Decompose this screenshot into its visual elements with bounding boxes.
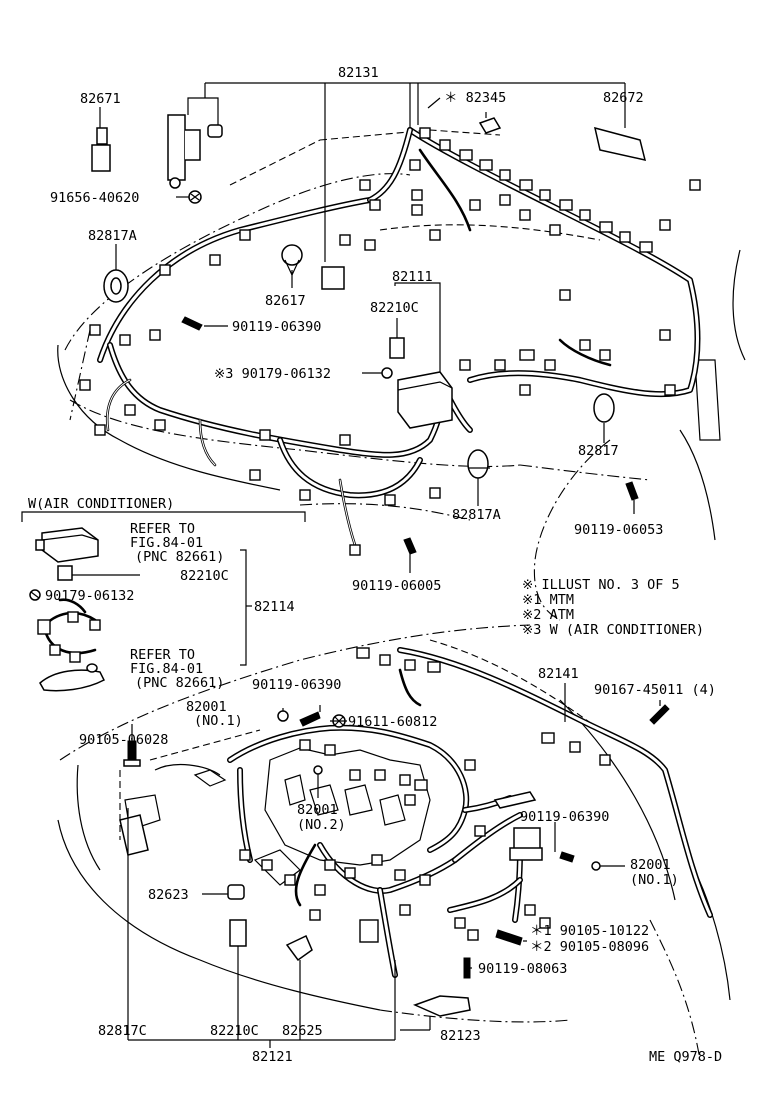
lower-connectors	[239, 647, 611, 943]
label-90119-06390-mid: 90119-06390	[252, 677, 341, 693]
note-mtm: ※1 MTM	[522, 592, 574, 608]
label-pnc-1: (PNC 82661)	[135, 549, 224, 565]
label-82672: 82672	[603, 90, 644, 106]
label-90105-08096-atm: ＊2 90105-08096	[530, 939, 649, 955]
upper-connectors	[79, 127, 701, 556]
label-82817c: 82817C	[98, 1023, 147, 1039]
label-82111: 82111	[392, 269, 433, 285]
label-82001-no2-sub: (NO.2)	[297, 817, 346, 833]
lower-main-harness	[227, 647, 713, 978]
label-91656-40620: 91656-40620	[50, 190, 139, 206]
label-82131: 82131	[338, 65, 379, 81]
label-90179-06132-w: 90179-06132	[45, 588, 134, 604]
label-82121: 82121	[252, 1049, 293, 1065]
label-refer-to-2: REFER TO	[130, 647, 195, 663]
label-90119-08063: 90119-08063	[478, 961, 567, 977]
label-91611-60812: 91611-60812	[348, 714, 437, 730]
label-82001-no1-b-sub: (NO.1)	[630, 872, 679, 888]
label-82625: 82625	[282, 1023, 323, 1039]
label-82001-no1-a-sub: (NO.1)	[194, 713, 243, 729]
upper-parts	[91, 114, 647, 555]
part-labels: 82131 82671 ＊ 82345 82672 91656-40620 82…	[28, 65, 722, 1065]
label-90119-06005: 90119-06005	[352, 578, 441, 594]
label-82001-no2: 82001	[297, 802, 338, 818]
label-90167-45011: 90167-45011 (4)	[594, 682, 716, 698]
label-82001-no1-b: 82001	[630, 857, 671, 873]
label-82141: 82141	[538, 666, 579, 682]
upper-body-outline	[57, 129, 746, 621]
label-82623: 82623	[148, 887, 189, 903]
note-illust-no: ※ ILLUST NO. 3 OF 5	[522, 577, 680, 593]
label-82671: 82671	[80, 91, 121, 107]
label-fig-1: FIG.84-01	[130, 535, 203, 551]
label-90119-06390-top: 90119-06390	[232, 319, 321, 335]
upper-main-harness	[97, 127, 701, 547]
w-air-conditioner-group	[21, 511, 306, 692]
label-82210c-w: 82210C	[180, 568, 229, 584]
upper-leaders	[99, 82, 635, 573]
label-82817a-top: 82817A	[88, 228, 137, 244]
label-90119-06390-bot: 90119-06390	[520, 809, 609, 825]
label-refer-to-1: REFER TO	[130, 521, 195, 537]
label-90179-06132-ac: ※3 90179-06132	[214, 366, 331, 382]
label-82123: 82123	[440, 1028, 481, 1044]
note-atm: ※2 ATM	[522, 607, 574, 623]
label-82210c-top: 82210C	[370, 300, 419, 316]
label-82114: 82114	[254, 599, 295, 615]
label-fig-2: FIG.84-01	[130, 661, 203, 677]
label-82817a-mid: 82817A	[452, 507, 501, 523]
label-w-air-conditioner: W(AIR CONDITIONER)	[28, 496, 174, 512]
lower-leaders	[127, 683, 661, 1048]
label-code: ME Q978-D	[649, 1049, 722, 1065]
label-90105-06028: 90105-06028	[79, 732, 168, 748]
label-82210c-bot: 82210C	[210, 1023, 259, 1039]
label-82817: 82817	[578, 443, 619, 459]
label-90105-10122-mtm: ＊1 90105-10122	[530, 923, 649, 939]
label-pnc-2: (PNC 82661)	[135, 675, 224, 691]
label-82001-no1-a: 82001	[186, 699, 227, 715]
note-w-air-conditioner: ※3 W (AIR CONDITIONER)	[522, 622, 704, 638]
label-90119-06053: 90119-06053	[574, 522, 663, 538]
label-82617: 82617	[265, 293, 306, 309]
notes-block: ※ ILLUST NO. 3 OF 5 ※1 MTM ※2 ATM ※3 W (…	[522, 577, 704, 638]
label-82345: ＊ 82345	[444, 90, 506, 106]
